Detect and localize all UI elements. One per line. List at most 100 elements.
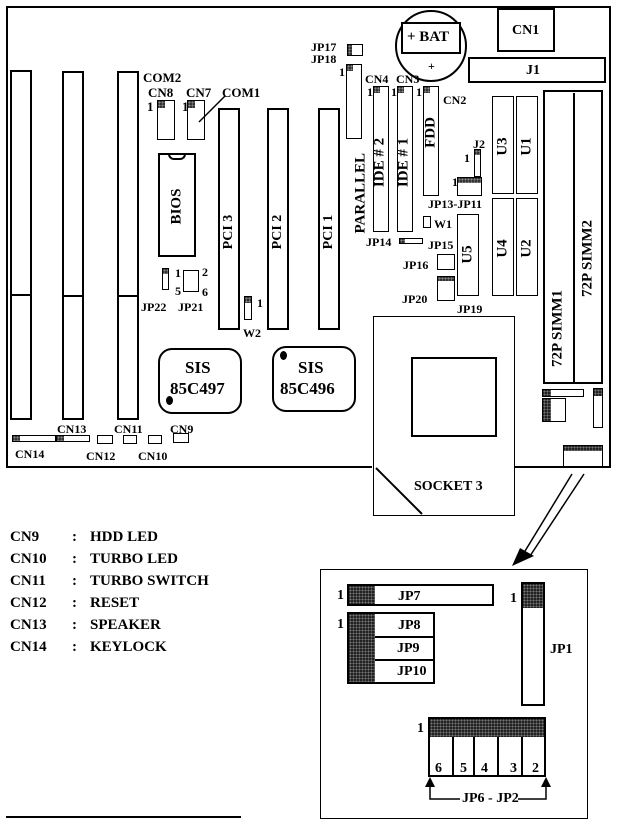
u1-chip — [516, 96, 538, 194]
cn3-label: CN3 — [396, 72, 420, 86]
legend-value: KEYLOCK — [90, 639, 167, 655]
jp13-jp11-pin1-marker — [458, 178, 481, 183]
jp21-pin-2: 2 — [202, 265, 208, 279]
u5-label: U5 — [459, 245, 476, 264]
sis-85c497-dot — [166, 396, 173, 405]
ide2-pin1: 1 — [367, 85, 373, 99]
jp3-jp2-divider — [521, 737, 523, 776]
cn12-label: CN12 — [86, 449, 116, 463]
w2-pin1-marker — [245, 297, 251, 303]
legend-row: CN12:RESET — [10, 592, 209, 614]
cpu-die — [411, 357, 497, 437]
sis-85c496-name: SIS — [298, 358, 324, 377]
ide2-label: IDE # 2 — [371, 137, 388, 188]
legend-value: SPEAKER — [90, 617, 161, 633]
parallel-label: PARALLEL — [352, 152, 369, 234]
cn10-label: CN10 — [138, 449, 168, 463]
jp7-mini-pin1 — [543, 390, 551, 396]
jp5-number: 5 — [460, 761, 467, 776]
com1-leader-line — [198, 95, 226, 123]
cn11-label: CN11 — [114, 422, 143, 436]
jp2-number: 2 — [532, 761, 539, 776]
jp6-jp2-pin1: 1 — [417, 721, 424, 736]
sis-85c496-dot — [280, 351, 287, 360]
legend-row: CN10:TURBO LED — [10, 548, 209, 570]
isa-slot-1 — [10, 70, 32, 420]
parallel-pin1: 1 — [339, 65, 345, 79]
jp8-jp9-divider — [375, 636, 434, 638]
bios-chip — [158, 153, 196, 257]
sis-85c497-name: SIS — [185, 358, 211, 377]
cn9-connector — [173, 433, 189, 443]
u2-chip — [516, 198, 538, 296]
legend-value: TURBO SWITCH — [90, 573, 209, 589]
jp8-pin1: 1 — [337, 617, 344, 632]
com1-label: COM1 — [222, 85, 261, 100]
cn2-label: CN2 — [443, 93, 467, 107]
fdd-header — [423, 86, 439, 196]
jp21-header — [183, 270, 199, 292]
jp6-jp2-range-label: JP6 - JP2 — [462, 791, 519, 806]
cn7-header — [187, 100, 205, 140]
battery-label: + BAT — [407, 29, 450, 45]
battery — [401, 22, 461, 54]
sis-85c496-model: 85C496 — [280, 379, 335, 398]
pci3-label: PCI 3 — [221, 214, 236, 250]
legend-key: CN11 — [10, 573, 46, 589]
pci2-slot — [267, 108, 289, 330]
jp20-pin1-marker — [438, 277, 454, 281]
jp21-pin-5: 5 — [175, 284, 181, 298]
jp14-pin1-marker — [400, 239, 405, 243]
cn9-label: CN9 — [170, 422, 194, 436]
jp7-mini — [542, 389, 584, 397]
w1-header — [423, 216, 431, 228]
jp14-header — [399, 238, 423, 244]
legend-sep: : — [72, 639, 77, 655]
w2-header — [244, 296, 252, 320]
jp4-jp3-divider — [497, 737, 499, 776]
battery-plus-mark: + — [428, 59, 435, 73]
jp6-jp2-range-bracket — [425, 777, 551, 800]
legend-row: CN13:SPEAKER — [10, 614, 209, 636]
parallel-pin1-marker — [347, 65, 353, 71]
legend-sep: : — [72, 551, 77, 567]
jp16-label: JP16 — [403, 258, 429, 272]
w2-label: W2 — [243, 326, 261, 340]
legend-key: CN10 — [10, 551, 47, 567]
cn13-pin1-marker — [57, 436, 64, 441]
j2-pin1-marker — [475, 150, 480, 155]
jp1-pin1-marker — [523, 584, 543, 608]
cn8-pin1: 1 — [147, 99, 154, 114]
pci3-slot — [218, 108, 240, 330]
u3-chip — [492, 96, 514, 194]
bios-notch — [168, 154, 186, 160]
legend-key: CN13 — [10, 617, 47, 633]
cn13-label: CN13 — [57, 422, 87, 436]
jp17-pin1-marker — [348, 45, 352, 55]
jp1-pin1: 1 — [510, 591, 517, 606]
j2-label: J2 — [473, 137, 485, 151]
legend-sep: : — [72, 595, 77, 611]
pci2-label: PCI 2 — [270, 214, 285, 250]
cn1-label: CN1 — [512, 23, 540, 38]
u3-label: U3 — [494, 137, 511, 156]
callout-arrow — [512, 473, 585, 566]
jp21-label: JP21 — [178, 300, 204, 314]
cn8-pin1-marker — [158, 101, 165, 108]
ide2-pin1-marker — [374, 87, 380, 93]
cn7-label: CN7 — [186, 85, 212, 100]
board-bottom-edge — [6, 466, 372, 468]
jp13-jp11-pin1: 1 — [452, 175, 458, 189]
jp20-label: JP20 — [402, 292, 428, 306]
jp6-jp5-divider — [452, 737, 454, 776]
fdd-pin1: 1 — [416, 85, 422, 99]
u2-label: U2 — [518, 239, 535, 258]
jp8-label: JP8 — [398, 618, 421, 633]
jp6-number: 6 — [435, 761, 442, 776]
parallel-header — [346, 64, 362, 139]
jp19-label: JP19 — [457, 302, 483, 316]
board-outline — [6, 6, 611, 468]
cn14-connector — [12, 435, 56, 442]
cn4-label: CN4 — [365, 72, 389, 86]
cn7-pin1-marker — [188, 101, 195, 108]
